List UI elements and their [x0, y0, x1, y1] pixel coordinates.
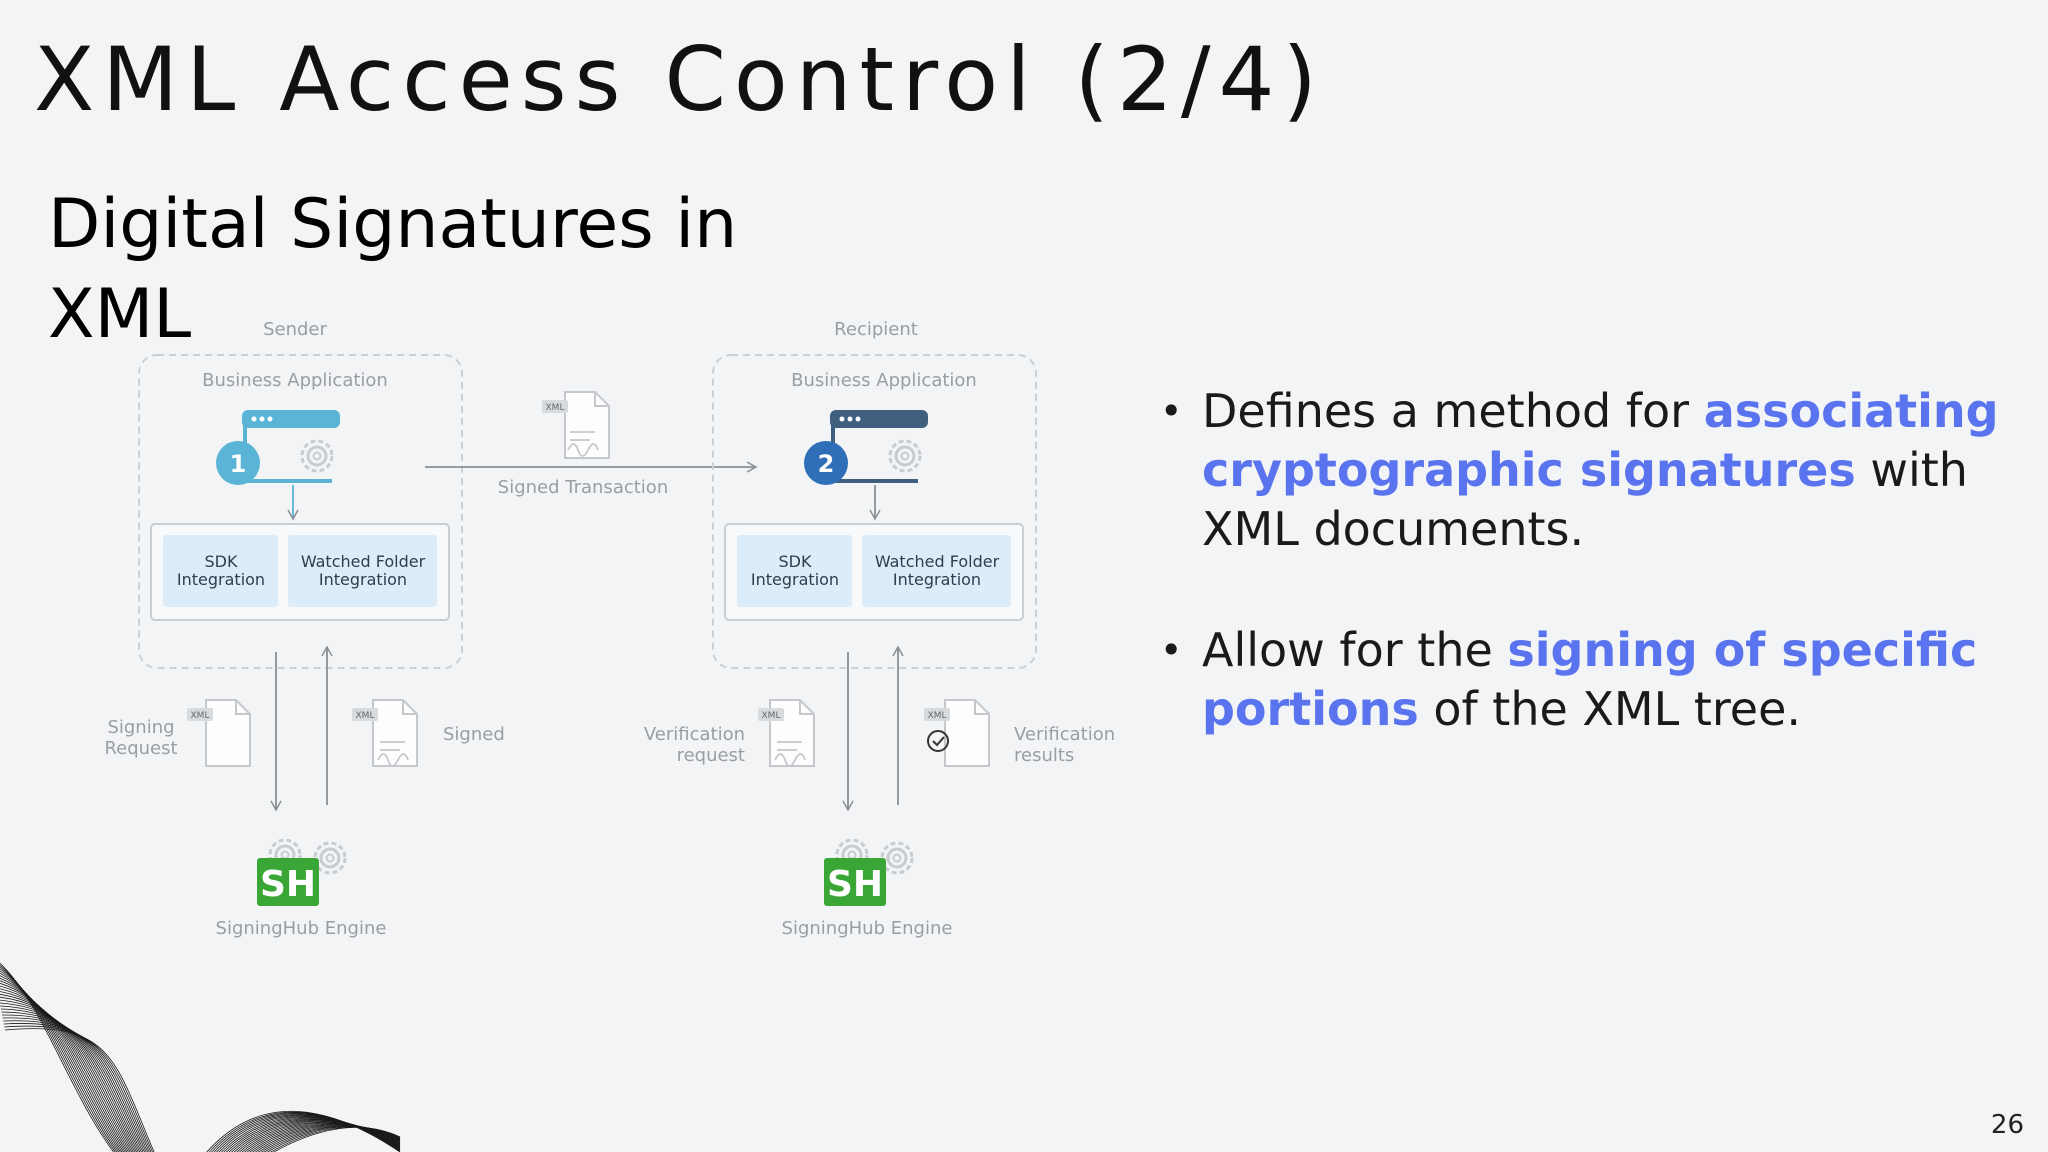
svg-text:2: 2: [818, 450, 835, 478]
svg-text:Integration: Integration: [177, 570, 265, 589]
bullet-text: of the XML tree.: [1418, 682, 1802, 736]
svg-text:XML: XML: [928, 711, 947, 721]
verification-results-label: Verification: [1014, 724, 1115, 745]
highlighted-text: signing of specific portions: [1202, 623, 1978, 736]
xml-document-icon: [564, 391, 610, 459]
svg-text:SDK: SDK: [779, 552, 812, 571]
sender-watched-folder-box: [288, 535, 437, 607]
wave-line: [0, 977, 401, 1152]
verification-request-label: Verification: [644, 724, 745, 745]
wave-line: [3, 1020, 401, 1152]
bullet-item: Allow for the signing of specific portio…: [1160, 621, 2010, 739]
wave-line: [4, 1028, 401, 1152]
svg-text:XML: XML: [191, 711, 210, 721]
verified-xml-document-icon: [944, 699, 990, 767]
highlighted-text: associating cryptographic signatures: [1202, 384, 1999, 497]
sender-frame: [138, 354, 463, 669]
page-number: 26: [1990, 1110, 2024, 1140]
wave-line: [0, 994, 401, 1152]
decorative-wave-lines: [0, 962, 401, 1152]
wave-line: [0, 991, 401, 1152]
xml-signature-diagram: Sender Business Application 1 SDK Integr…: [104, 319, 1115, 939]
wave-line: [3, 1023, 401, 1152]
svg-text:Request: Request: [104, 738, 177, 759]
bullet-text: Defines a method for: [1202, 384, 1704, 438]
wave-line: [0, 1008, 401, 1152]
wave-line: [0, 980, 401, 1152]
svg-text:SDK: SDK: [205, 552, 238, 571]
svg-text:SH: SH: [260, 864, 316, 905]
svg-text:request: request: [677, 745, 745, 766]
svg-text:Integration: Integration: [319, 570, 407, 589]
svg-text:results: results: [1014, 745, 1074, 766]
signinghub-engine-icon: SH: [824, 838, 914, 906]
wave-line: [0, 996, 401, 1152]
check-icon: [927, 730, 949, 752]
svg-text:SH: SH: [827, 864, 883, 905]
svg-text:XML: XML: [356, 711, 375, 721]
wave-line: [0, 999, 401, 1152]
signed-transaction-label: Signed Transaction: [498, 477, 668, 498]
svg-text:XML: XML: [762, 711, 781, 721]
sender-column: Sender Business Application 1 SDK Integr…: [104, 319, 504, 939]
wave-line: [0, 988, 401, 1152]
recipient-column: Recipient Business Application 2 SDK Int…: [644, 319, 1115, 939]
recipient-label: Recipient: [834, 319, 918, 340]
sender-engine-label: SigningHub Engine: [216, 918, 387, 939]
slide-title: XML Access Control (2/4): [34, 28, 1325, 131]
gear-icon: [300, 439, 334, 473]
svg-text:Integration: Integration: [751, 570, 839, 589]
wave-line: [0, 983, 401, 1152]
recipient-engine-label: SigningHub Engine: [782, 918, 953, 939]
slide-subtitle: Digital Signatures in XML: [48, 185, 738, 354]
signed-transaction-transfer: XML Signed Transaction: [425, 391, 758, 498]
step-2-badge: [804, 441, 848, 485]
svg-text:XML: XML: [546, 403, 565, 413]
gear-icon: [888, 439, 922, 473]
recipient-watched-folder-box: [862, 535, 1011, 607]
svg-text:1: 1: [230, 450, 247, 478]
wave-line: [1, 1014, 401, 1152]
bullet-list: Defines a method for associating cryptog…: [1160, 382, 2010, 801]
sender-app-label: Business Application: [202, 370, 388, 391]
recipient-sdk-box: [737, 535, 852, 607]
recipient-app-label: Business Application: [791, 370, 977, 391]
svg-text:Watched Folder: Watched Folder: [301, 552, 426, 571]
svg-text:Integration: Integration: [893, 570, 981, 589]
wave-line: [0, 1005, 401, 1152]
wave-line: [2, 1017, 401, 1152]
bullet-text: with XML documents.: [1202, 443, 1968, 556]
wave-line: [4, 1025, 401, 1152]
wave-line: [1, 1011, 401, 1152]
bullet-item: Defines a method for associating cryptog…: [1160, 382, 2010, 559]
signed-label: Signed: [443, 724, 505, 745]
step-1-badge: [216, 441, 260, 485]
sender-label: Sender: [263, 319, 327, 340]
signinghub-engine-icon: SH: [257, 838, 347, 906]
sender-sdk-box: [163, 535, 278, 607]
recipient-frame: [712, 354, 1037, 669]
wave-line: [0, 985, 401, 1152]
signing-request-label: Signing: [107, 717, 174, 738]
svg-text:Watched Folder: Watched Folder: [875, 552, 1000, 571]
bullet-text: Allow for the: [1202, 623, 1508, 677]
